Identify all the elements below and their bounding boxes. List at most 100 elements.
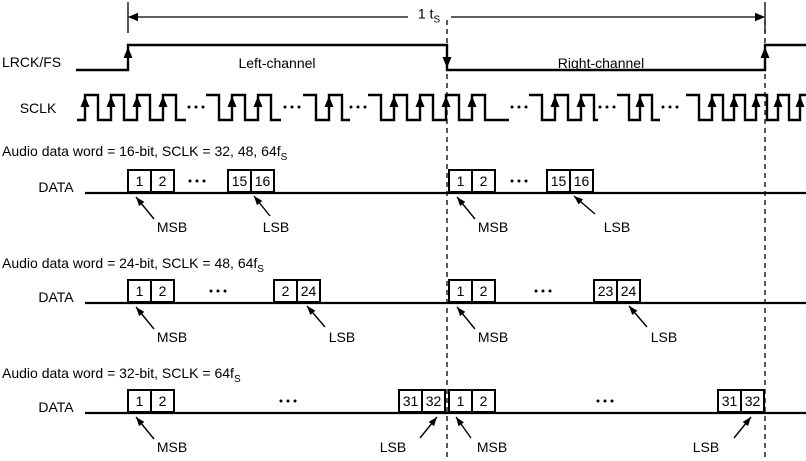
bit-box: 2 xyxy=(471,389,496,413)
msb-pointer-arrow-head xyxy=(457,307,466,317)
sclk-rising-edge-arrow xyxy=(773,96,783,107)
sclk-rising-edge-arrow xyxy=(751,96,761,107)
right-channel-label: Right-channel xyxy=(557,55,645,71)
data-label: DATA xyxy=(38,289,74,305)
bit-box: 23 xyxy=(593,279,618,303)
data-label: DATA xyxy=(38,179,74,195)
sclk-rising-edge-arrow xyxy=(635,96,645,107)
sclk-ellipsis-dots xyxy=(661,105,665,109)
lsb-pointer-arrow-head xyxy=(629,306,638,316)
bit-box: 1 xyxy=(448,279,473,303)
sclk-rising-edge-arrow xyxy=(707,96,717,107)
bit-box: 2 xyxy=(471,279,496,303)
data-label: DATA xyxy=(38,399,74,415)
data-ellipsis-dots xyxy=(534,289,538,293)
sclk-ellipsis-dots xyxy=(598,105,602,109)
sclk-ellipsis-dots xyxy=(612,105,616,109)
msb-label: MSB xyxy=(476,439,508,455)
sclk-rising-edge-arrow xyxy=(729,96,739,107)
sclk-rising-edge-arrow xyxy=(389,96,399,107)
data-ellipsis-dots xyxy=(610,399,614,403)
sclk-label: SCLK xyxy=(19,100,57,116)
lrck-fs-label: LRCK/FS xyxy=(2,54,62,70)
msb-label: MSB xyxy=(156,219,188,235)
lrck-rising-edge-arrow xyxy=(760,47,770,58)
bit-box: 15 xyxy=(546,169,571,193)
sclk-ellipsis-dots xyxy=(187,105,191,109)
lsb-pointer-arrow-head xyxy=(254,196,263,206)
sclk-rising-edge-arrow xyxy=(106,96,116,107)
sclk-rising-edge-arrow xyxy=(576,96,586,107)
lsb-label: LSB xyxy=(692,439,720,455)
bit-box: 16 xyxy=(569,169,594,193)
bit-box: 1 xyxy=(127,169,152,193)
lsb-label: LSB xyxy=(379,439,407,455)
sclk-rising-edge-arrow xyxy=(441,96,451,107)
data-ellipsis-dots xyxy=(188,179,192,183)
sclk-ellipsis-dots xyxy=(510,105,514,109)
bit-box: 24 xyxy=(296,279,321,303)
msb-pointer-arrow-head xyxy=(136,307,145,317)
data-ellipsis-dots xyxy=(293,399,297,403)
bit-box: 1 xyxy=(448,389,473,413)
data-ellipsis-dots xyxy=(209,289,213,293)
data-ellipsis-dots xyxy=(524,179,528,183)
msb-pointer-arrow-head xyxy=(136,417,145,427)
data-ellipsis-dots xyxy=(216,289,220,293)
sclk-rising-edge-arrow xyxy=(324,96,334,107)
dimension-arrowhead-left xyxy=(128,12,138,22)
data-ellipsis-dots xyxy=(510,179,514,183)
lrck-rising-edge-arrow xyxy=(123,47,133,58)
sclk-ellipsis-dots xyxy=(297,105,301,109)
sclk-ellipsis-dots xyxy=(349,105,353,109)
sclk-rising-edge-arrow xyxy=(550,96,560,107)
sclk-rising-edge-arrow xyxy=(132,96,142,107)
sclk-rising-edge-arrow xyxy=(253,96,263,107)
data-ellipsis-dots xyxy=(603,399,607,403)
msb-pointer-arrow-head xyxy=(457,197,466,207)
sclk-waveform-segment xyxy=(617,93,660,122)
lrck-falling-edge-arrow xyxy=(442,57,452,68)
sclk-ellipsis-dots xyxy=(605,105,609,109)
row-title-32bit: Audio data word = 32-bit, SCLK = 64fS xyxy=(2,365,241,385)
data-ellipsis-dots xyxy=(596,399,600,403)
row-title-24bit: Audio data word = 24-bit, SCLK = 48, 64f… xyxy=(2,255,264,275)
sclk-rising-edge-arrow xyxy=(467,96,477,107)
bit-box: 31 xyxy=(717,389,742,413)
msb-label: MSB xyxy=(156,329,188,345)
period-label: 1 tS xyxy=(418,7,440,26)
lsb-pointer-arrow-head xyxy=(742,417,751,427)
sclk-rising-edge-arrow xyxy=(415,96,425,107)
bit-box: 1 xyxy=(127,279,152,303)
data-ellipsis-dots xyxy=(202,179,206,183)
bit-box: 2 xyxy=(471,169,496,193)
lrck-waveform xyxy=(76,43,806,72)
sclk-waveform-segment xyxy=(686,93,806,122)
sclk-rising-edge-arrow xyxy=(80,96,90,107)
lsb-pointer-arrow-head xyxy=(574,196,584,205)
bit-box: 15 xyxy=(227,169,252,193)
data-ellipsis-dots xyxy=(541,289,545,293)
bit-box: 1 xyxy=(127,389,152,413)
msb-label: MSB xyxy=(477,329,509,345)
sclk-rising-edge-arrow xyxy=(158,96,168,107)
data-ellipsis-dots xyxy=(279,399,283,403)
lsb-label: LSB xyxy=(262,219,290,235)
bit-box: 1 xyxy=(448,169,473,193)
bit-box: 24 xyxy=(616,279,641,303)
left-channel-label: Left-channel xyxy=(238,55,316,71)
sclk-ellipsis-dots xyxy=(283,105,287,109)
bit-box: 2 xyxy=(150,279,175,303)
sclk-ellipsis-dots xyxy=(363,105,367,109)
bit-box: 32 xyxy=(421,389,446,413)
sclk-waveform-segment xyxy=(206,93,281,122)
bit-box: 16 xyxy=(250,169,275,193)
msb-pointer-arrow-head xyxy=(136,197,145,207)
bit-box: 31 xyxy=(398,389,423,413)
sclk-ellipsis-dots xyxy=(524,105,528,109)
sclk-waveform-segment xyxy=(303,93,350,122)
sclk-ellipsis-dots xyxy=(194,105,198,109)
sclk-ellipsis-dots xyxy=(356,105,360,109)
sclk-waveform-segment xyxy=(368,93,509,122)
